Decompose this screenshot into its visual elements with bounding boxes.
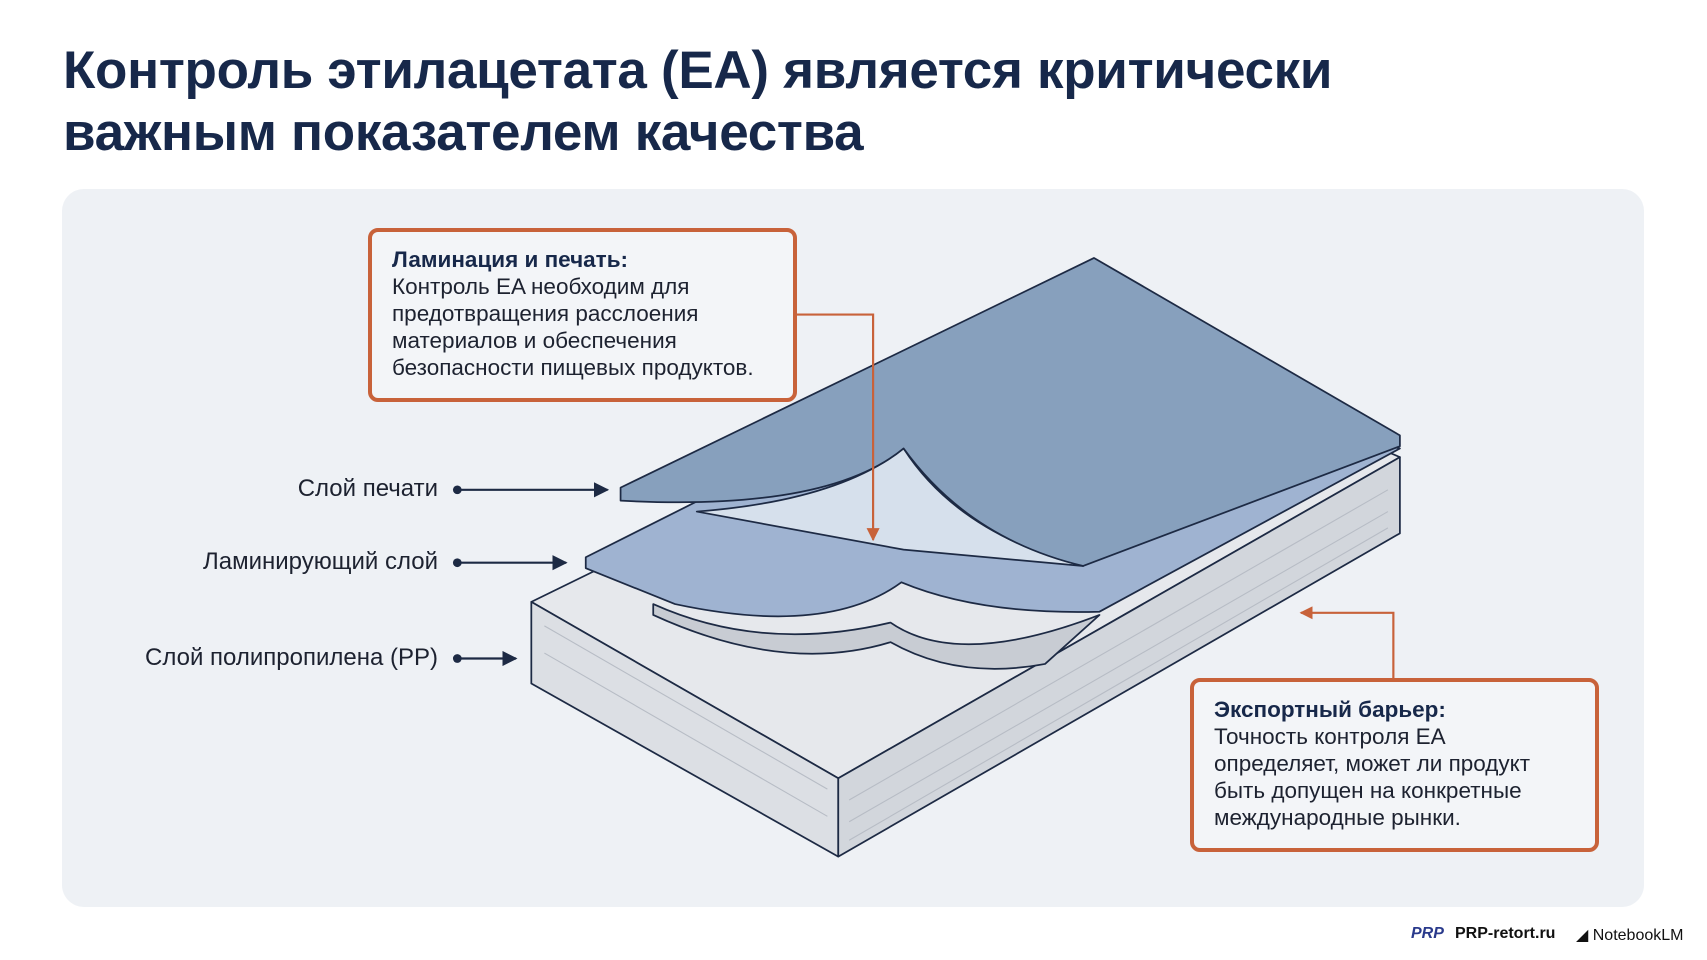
print-layer <box>619 257 1401 567</box>
notebooklm-icon: ◢ <box>1576 927 1593 944</box>
prp-logo: PRP <box>1411 925 1444 942</box>
callout-text: Точность контроля EA определяет, может л… <box>1214 724 1531 830</box>
pp-peel <box>652 603 1101 670</box>
callout-export: Экспортный барьер: Точность контроля EA … <box>1190 678 1599 852</box>
callout-1-leader <box>796 313 880 542</box>
callout-lamination: Ламинация и печать: Контроль EA необходи… <box>368 228 797 402</box>
label-print-layer: Слой печати <box>297 475 438 502</box>
callout-2-leader <box>1299 606 1395 679</box>
title-line-2: важным показателем качества <box>63 103 864 162</box>
callout-heading: Ламинация и печать: <box>392 247 629 272</box>
brand-link: PRP-retort.ru <box>1455 925 1556 942</box>
label-laminate-layer: Ламинирующий слой <box>203 548 438 575</box>
callout-heading: Экспортный барьер: <box>1214 697 1446 722</box>
notebooklm-badge: ◢ NotebookLM <box>1576 927 1684 944</box>
callout-text: Контроль EA необходим для предотвращения… <box>392 274 754 380</box>
print-layer-underside <box>695 447 1085 567</box>
label-pp-layer: Слой полипропилена (PP) <box>145 644 438 671</box>
title-line-1: Контроль этилацетата (EA) является крити… <box>63 41 1333 100</box>
pp-slab-right <box>837 456 1401 858</box>
page-title: Контроль этилацетата (EA) является крити… <box>63 40 1332 164</box>
